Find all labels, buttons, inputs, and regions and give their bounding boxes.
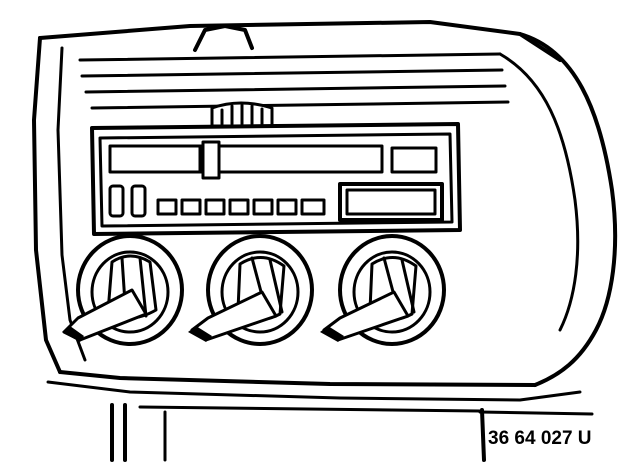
radio-cassette-unit — [90, 122, 462, 236]
control-knob-center — [188, 234, 314, 346]
control-knob-right — [320, 234, 446, 346]
top-vent-housing — [78, 24, 510, 110]
thumbwheel — [210, 101, 274, 128]
control-knob-left — [62, 234, 184, 346]
dashboard-frame — [32, 20, 618, 462]
figure-reference-code: 36 64 027 U — [488, 428, 592, 449]
